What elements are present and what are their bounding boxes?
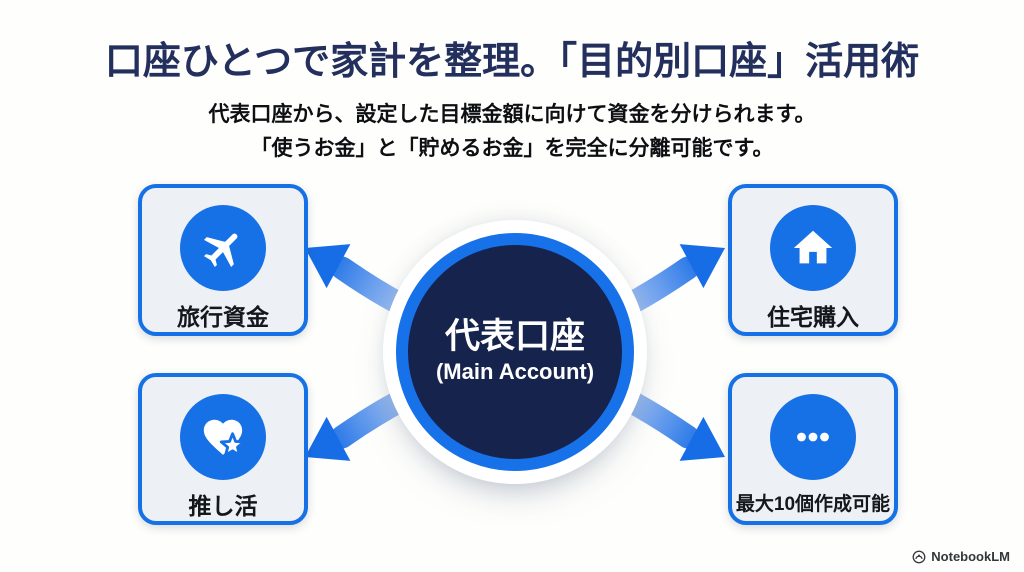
- airplane-icon: [180, 205, 266, 291]
- page-title: 口座ひとつで家計を整理。「目的別口座」活用術: [104, 41, 920, 83]
- main-account-hub: 代表口座 (Main Account): [396, 233, 634, 471]
- watermark-text: NotebookLM: [931, 549, 1010, 564]
- heart-star-icon: [180, 394, 266, 480]
- node-home-purchase: 住宅購入: [728, 184, 898, 336]
- node-fan-activities: 推し活: [138, 373, 308, 525]
- hub-label: 代表口座: [444, 317, 585, 356]
- hub-sublabel: (Main Account): [435, 359, 595, 384]
- node-label: 旅行資金: [177, 304, 269, 330]
- subtitle-line-2: 「使うお金」と「貯めるお金」を完全に分離可能です。: [250, 137, 774, 160]
- ellipsis-icon: [770, 394, 856, 480]
- notebooklm-logo-icon: [912, 550, 926, 563]
- node-travel-funds: 旅行資金: [138, 184, 308, 336]
- subtitle-line-1: 代表口座から、設定した目標金額に向けて資金を分けられます。: [208, 103, 816, 126]
- notebooklm-watermark: NotebookLM: [912, 549, 1010, 564]
- subtitle: 代表口座から、設定した目標金額に向けて資金を分けられます。 「使うお金」と「貯め…: [0, 98, 1024, 166]
- node-label: 住宅購入: [767, 304, 859, 330]
- node-label: 最大10個作成可能: [735, 494, 891, 515]
- node-max-accounts: 最大10個作成可能: [728, 373, 898, 525]
- house-icon: [770, 205, 856, 291]
- node-label: 推し活: [188, 493, 258, 519]
